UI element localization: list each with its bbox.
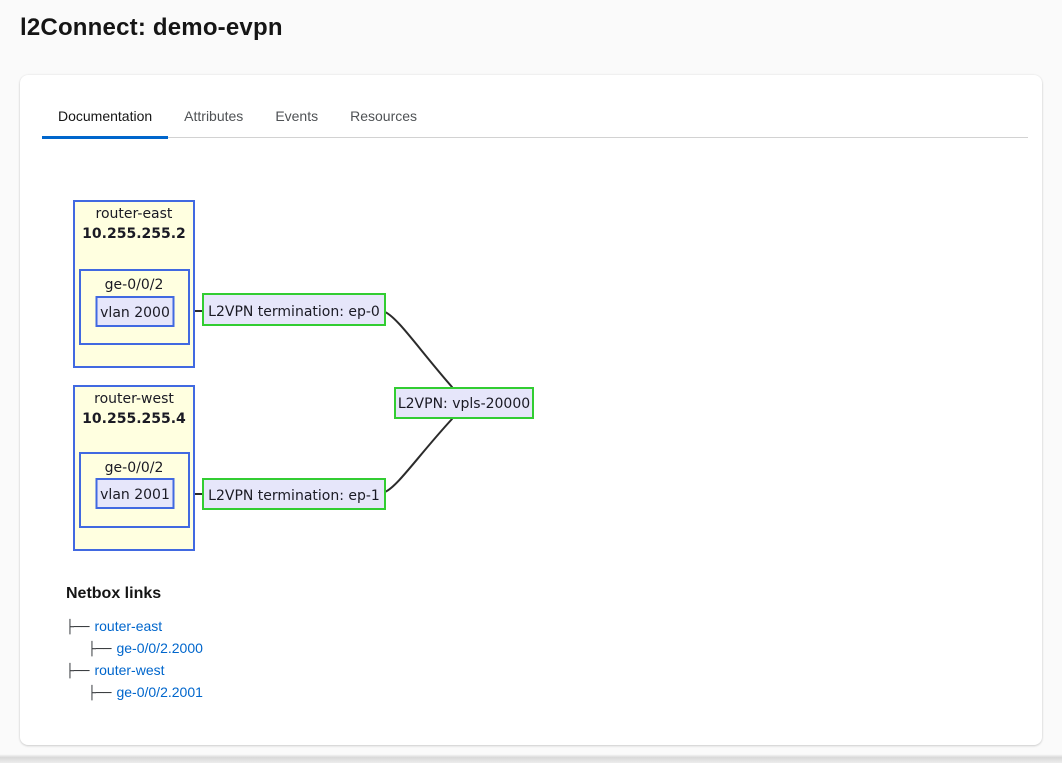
edge-ep1-l2vpn bbox=[384, 418, 453, 493]
router-east-ip: 10.255.255.2 bbox=[82, 226, 186, 242]
router-west-interface-label: ge-0/0/2 bbox=[105, 460, 164, 476]
tree-row: ├── router-west bbox=[66, 660, 203, 682]
router-east-node: router-east 10.255.255.2 ge-0/0/2 vlan 2… bbox=[73, 200, 195, 368]
l2vpn-label: L2VPN: vpls-20000 bbox=[398, 396, 530, 412]
link-router-west[interactable]: router-west bbox=[94, 662, 165, 678]
termination-ep0-node: L2VPN termination: ep-0 bbox=[202, 293, 386, 326]
router-west-ip: 10.255.255.4 bbox=[82, 411, 186, 427]
tree-row: ├── ge-0/0/2.2000 bbox=[66, 638, 203, 660]
tree-branch-icon: ├── bbox=[88, 686, 112, 701]
router-west-vlan-box bbox=[95, 478, 175, 509]
tab-bar: Documentation Attributes Events Resource… bbox=[42, 99, 1028, 139]
tree-row: ├── ge-0/0/2.2001 bbox=[66, 682, 203, 704]
router-east-interface-label: ge-0/0/2 bbox=[105, 277, 164, 293]
termination-ep0-label: L2VPN termination: ep-0 bbox=[208, 304, 380, 320]
tree-row: ├── router-east bbox=[66, 616, 203, 638]
router-west-node: router-west 10.255.255.4 ge-0/0/2 vlan 2… bbox=[73, 385, 195, 551]
link-ge-0-0-2-2001[interactable]: ge-0/0/2.2001 bbox=[116, 684, 203, 700]
netbox-links-heading: Netbox links bbox=[66, 585, 162, 602]
router-east-vlan-box bbox=[95, 296, 175, 327]
termination-ep1-label: L2VPN termination: ep-1 bbox=[208, 488, 380, 504]
tree-branch-icon: ├── bbox=[66, 620, 90, 635]
edge-ep0-l2vpn bbox=[384, 311, 453, 388]
tab-events[interactable]: Events bbox=[275, 108, 319, 124]
router-east-vlan-label: vlan 2000 bbox=[100, 305, 170, 321]
page-title: l2Connect: demo-evpn bbox=[20, 14, 283, 41]
tab-documentation[interactable]: Documentation bbox=[42, 99, 169, 139]
netbox-links-section: Netbox links ├── router-east ├── ge-0/0/2.… bbox=[66, 585, 203, 704]
router-east-name: router-east bbox=[96, 206, 173, 222]
l2vpn-node: L2VPN: vpls-20000 bbox=[394, 387, 534, 419]
netbox-links-tree: ├── router-east ├── ge-0/0/2.2000 ├── route… bbox=[66, 616, 203, 704]
tree-branch-icon: ├── bbox=[66, 664, 90, 679]
link-ge-0-0-2-2000[interactable]: ge-0/0/2.2000 bbox=[116, 640, 203, 656]
router-west-vlan-label: vlan 2001 bbox=[100, 487, 170, 503]
topology-diagram: router-east 10.255.255.2 ge-0/0/2 vlan 2… bbox=[73, 200, 534, 551]
next-section-top-edge bbox=[0, 754, 1062, 763]
router-west-name: router-west bbox=[94, 391, 174, 407]
tab-resources[interactable]: Resources bbox=[350, 108, 418, 124]
termination-ep1-node: L2VPN termination: ep-1 bbox=[202, 478, 386, 510]
link-router-east[interactable]: router-east bbox=[94, 618, 163, 634]
content-card: Documentation Attributes Events Resource… bbox=[20, 75, 1042, 745]
tab-attributes[interactable]: Attributes bbox=[184, 108, 244, 124]
tree-branch-icon: ├── bbox=[88, 642, 112, 657]
